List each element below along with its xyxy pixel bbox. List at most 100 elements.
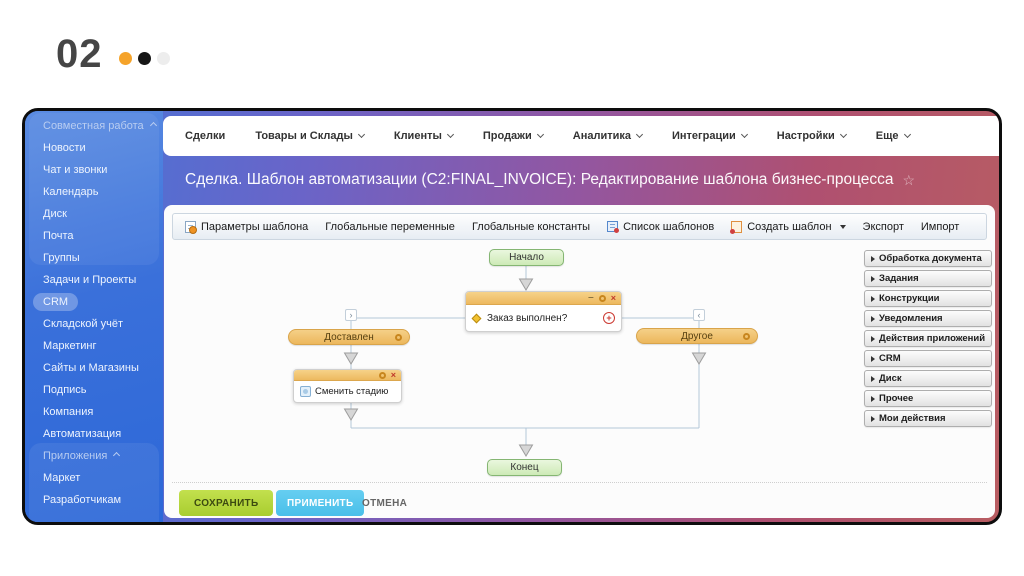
- triangle-right-icon: [871, 315, 875, 322]
- change-stage-icon: [300, 386, 311, 397]
- sidebar-item-marketing[interactable]: Маркетинг: [43, 340, 97, 352]
- gear-icon[interactable]: [743, 332, 750, 340]
- chevron-down-icon: [635, 130, 644, 139]
- triangle-right-icon: [871, 295, 875, 302]
- dot-black: [137, 51, 151, 65]
- palette-my-actions[interactable]: Мои действия: [864, 410, 992, 427]
- content-panel: Параметры шаблона Глобальные переменные …: [164, 205, 995, 518]
- page-title-bar: Сделка. Шаблон автоматизации (C2:FINAL_I…: [185, 159, 989, 201]
- flow-card-change-stage[interactable]: × Сменить стадию: [293, 369, 402, 403]
- progress-dots: [118, 51, 170, 65]
- sidebar-item-crm[interactable]: CRM: [25, 291, 163, 313]
- nav-item-settings[interactable]: Настройки: [777, 130, 847, 142]
- gear-icon[interactable]: [378, 371, 386, 379]
- toolbar-global-variables[interactable]: Глобальные переменные: [325, 220, 455, 233]
- add-branch-icon[interactable]: +: [603, 312, 615, 324]
- save-button[interactable]: СОХРАНИТЬ: [179, 490, 274, 516]
- chevron-down-icon: [536, 130, 544, 139]
- chevron-down-icon: [357, 130, 365, 139]
- nav-item-more[interactable]: Еще: [876, 130, 911, 142]
- sidebar-item-developers[interactable]: Разработчикам: [43, 494, 122, 506]
- favorite-star-icon[interactable]: ☆: [902, 171, 916, 188]
- branch-label: Доставлен: [324, 331, 374, 343]
- palette-app-actions[interactable]: Действия приложений: [864, 330, 992, 347]
- sidebar-item-news[interactable]: Новости: [43, 142, 86, 154]
- app-window: Совместная работа Новости Чат и звонки К…: [22, 108, 1002, 525]
- toolbar-export[interactable]: Экспорт: [862, 220, 904, 233]
- decision-card-body: Заказ выполнен? +: [466, 305, 621, 331]
- branch-collapse-right[interactable]: ‹: [693, 309, 705, 321]
- nav-item-sales[interactable]: Продажи: [483, 130, 544, 142]
- gear-icon[interactable]: [395, 333, 402, 341]
- sidebar-section-collab[interactable]: Совместная работа: [25, 115, 163, 137]
- gear-icon[interactable]: [598, 294, 606, 302]
- flow-card-decision[interactable]: – × Заказ выполнен? +: [465, 291, 622, 332]
- nav-item-products[interactable]: Товары и Склады: [255, 130, 365, 142]
- close-icon[interactable]: ×: [610, 292, 616, 303]
- sidebar-item-sign[interactable]: Подпись: [43, 384, 87, 396]
- palette-crm[interactable]: CRM: [864, 350, 992, 367]
- sidebar-section-apps[interactable]: Приложения: [25, 445, 163, 467]
- toolbar-global-constants[interactable]: Глобальные константы: [471, 220, 591, 233]
- minimize-icon[interactable]: –: [588, 292, 594, 303]
- action-palette: Обработка документа Задания Конструкции …: [864, 250, 992, 430]
- action-label: Сменить стадию: [315, 386, 389, 397]
- cancel-button[interactable]: ОТМЕНА: [360, 490, 409, 516]
- flow-node-start[interactable]: Начало: [489, 249, 564, 266]
- editor-toolbar: Параметры шаблона Глобальные переменные …: [172, 213, 987, 240]
- palette-disk[interactable]: Диск: [864, 370, 992, 387]
- toolbar-template-params[interactable]: Параметры шаблона: [185, 220, 308, 234]
- toolbar-import[interactable]: Импорт: [920, 220, 960, 233]
- sidebar-item-disk[interactable]: Диск: [43, 208, 67, 220]
- sidebar-item-inventory[interactable]: Складской учёт: [43, 318, 123, 330]
- sidebar-item-groups[interactable]: Группы: [43, 252, 80, 264]
- sidebar-item-calendar[interactable]: Календарь: [43, 186, 99, 198]
- chevron-down-icon: [839, 130, 847, 139]
- footer-separator: [172, 482, 987, 483]
- palette-constructions[interactable]: Конструкции: [864, 290, 992, 307]
- branch-label: Другое: [681, 330, 713, 342]
- action-card-body: Сменить стадию: [294, 381, 401, 402]
- sidebar-item-mail[interactable]: Почта: [43, 230, 74, 242]
- palette-document-processing[interactable]: Обработка документа: [864, 250, 992, 267]
- action-card-header: ×: [294, 370, 401, 381]
- decision-label: Заказ выполнен?: [487, 312, 568, 324]
- nav-item-integrations[interactable]: Интеграции: [672, 130, 748, 142]
- sidebar-item-tasks[interactable]: Задачи и Проекты: [43, 274, 137, 286]
- sidebar-group-apps: [29, 443, 159, 522]
- palette-other[interactable]: Прочее: [864, 390, 992, 407]
- close-icon[interactable]: ×: [390, 369, 396, 380]
- sidebar-item-company[interactable]: Компания: [43, 406, 94, 418]
- sidebar-item-market[interactable]: Маркет: [43, 472, 81, 484]
- template-params-icon: [185, 220, 197, 234]
- caret-down-icon: [839, 224, 846, 229]
- nav-item-clients[interactable]: Клиенты: [394, 130, 454, 142]
- triangle-right-icon: [871, 415, 875, 422]
- flow-branch-other[interactable]: Другое: [636, 328, 758, 344]
- slide-number: 02: [56, 32, 103, 76]
- chevron-down-icon: [740, 130, 748, 139]
- triangle-right-icon: [871, 375, 875, 382]
- triangle-right-icon: [871, 335, 875, 342]
- nav-item-analytics[interactable]: Аналитика: [573, 130, 644, 142]
- palette-tasks[interactable]: Задания: [864, 270, 992, 287]
- sidebar-item-automation[interactable]: Автоматизация: [43, 428, 122, 440]
- apply-button[interactable]: ПРИМЕНИТЬ: [276, 490, 365, 516]
- triangle-right-icon: [871, 255, 875, 262]
- sidebar-item-chat[interactable]: Чат и звонки: [43, 164, 108, 176]
- sidebar-item-sites[interactable]: Сайты и Магазины: [43, 362, 139, 374]
- branch-collapse-left[interactable]: ›: [345, 309, 357, 321]
- triangle-right-icon: [871, 355, 875, 362]
- triangle-right-icon: [871, 395, 875, 402]
- decision-card-header: – ×: [466, 292, 621, 305]
- toolbar-create-template[interactable]: Создать шаблон: [730, 220, 846, 234]
- chevron-down-icon: [903, 130, 911, 139]
- template-list-icon: [607, 221, 620, 233]
- sidebar-group-top: [29, 113, 159, 265]
- flow-node-end[interactable]: Конец: [487, 459, 562, 476]
- flow-branch-delivered[interactable]: Доставлен: [288, 329, 410, 345]
- toolbar-template-list[interactable]: Список шаблонов: [607, 221, 714, 233]
- nav-item-deals[interactable]: Сделки: [185, 130, 226, 142]
- sidebar: Совместная работа Новости Чат и звонки К…: [25, 111, 163, 522]
- palette-notifications[interactable]: Уведомления: [864, 310, 992, 327]
